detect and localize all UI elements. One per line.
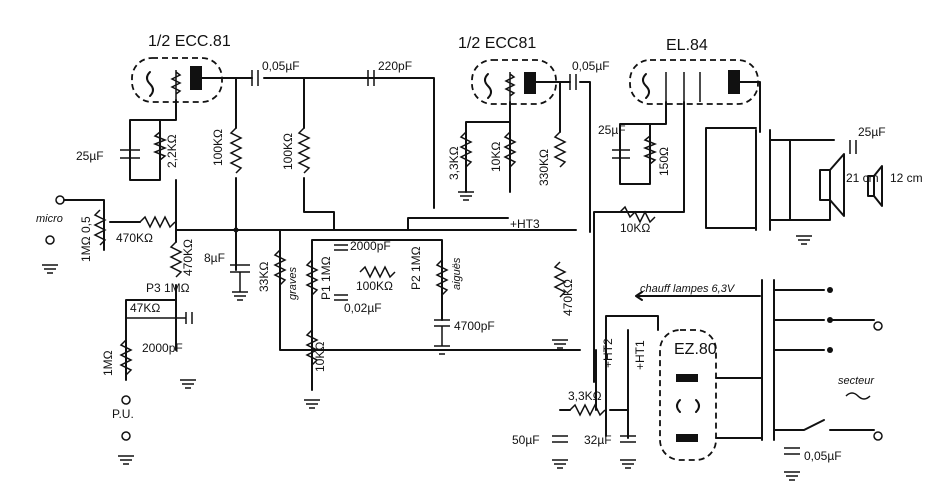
spk1-label: 21 cm bbox=[846, 171, 879, 185]
c-50-label: 50µF bbox=[512, 433, 540, 447]
secteur-label: secteur bbox=[838, 375, 875, 387]
r-3k3-label: 3,3KΩ bbox=[568, 389, 602, 403]
tube-v3 bbox=[629, 59, 759, 105]
tube-v2-label: 1/2 ECC81 bbox=[458, 35, 536, 52]
tube-rect-label: EZ.80 bbox=[674, 341, 717, 358]
r-100b-label: 100KΩ bbox=[281, 133, 295, 170]
c-coup2-label: 0,05µF bbox=[572, 59, 610, 73]
tube-v3-label: EL.84 bbox=[666, 37, 708, 54]
r-10kb-label: 10KΩ bbox=[313, 342, 327, 372]
r-47-label: 47KΩ bbox=[130, 301, 160, 315]
tube-v1-label: 1/2 ECC.81 bbox=[148, 33, 231, 50]
mic-pot-label: 1MΩ 0,5 bbox=[79, 216, 93, 262]
r-100a-label: 100KΩ bbox=[211, 129, 225, 166]
tube-rect bbox=[659, 329, 717, 461]
p2-label: P2 1MΩ bbox=[409, 246, 423, 290]
p3-label: P3 1MΩ bbox=[146, 281, 190, 295]
c-2000b-label: 2000pF bbox=[142, 341, 183, 355]
r-k1-label: 2,2KΩ bbox=[165, 134, 179, 168]
r-470c-label: 470KΩ bbox=[561, 279, 575, 316]
c-2000a-label: 2000pF bbox=[350, 239, 391, 253]
spk2-label: 12 cm bbox=[890, 171, 923, 185]
p1-tag: graves bbox=[287, 266, 299, 300]
r-1m-label: 1MΩ bbox=[101, 350, 115, 376]
ht3-label: +HT3 bbox=[510, 217, 540, 231]
pu-label: P.U. bbox=[112, 407, 134, 421]
r-470a-label: 470KΩ bbox=[116, 231, 153, 245]
chauff-label: chauff lampes 6,3V bbox=[640, 283, 736, 295]
r-10k-label: 10KΩ bbox=[489, 142, 503, 172]
tube-v1 bbox=[131, 57, 223, 103]
r-k2-label: 3,3KΩ bbox=[447, 146, 461, 180]
c-4700-label: 4700pF bbox=[454, 319, 495, 333]
c-bias1-label: 25µF bbox=[76, 149, 104, 163]
c-32-label: 32µF bbox=[584, 433, 612, 447]
c-002-label: 0,02µF bbox=[344, 301, 382, 315]
ht2-label: +HT2 bbox=[601, 338, 615, 368]
p2-tag: aiguës bbox=[451, 257, 463, 290]
c-coup1-label: 0,05µF bbox=[262, 59, 300, 73]
c-005-label: 0,05µF bbox=[804, 449, 842, 463]
c-220-label: 220pF bbox=[378, 59, 412, 73]
micro-label: micro bbox=[36, 213, 63, 225]
p1-label: P1 1MΩ bbox=[319, 256, 333, 300]
c-out-label: 25µF bbox=[858, 125, 886, 139]
r-150-label: 150Ω bbox=[657, 147, 671, 176]
c-bias3-label: 25µF bbox=[598, 123, 626, 137]
r-100c-label: 100KΩ bbox=[356, 279, 393, 293]
r-470b-label: 470KΩ bbox=[181, 239, 195, 276]
r-33-label: 33KΩ bbox=[257, 262, 271, 292]
r-330-label: 330KΩ bbox=[537, 149, 551, 186]
ht1-label: +HT1 bbox=[633, 340, 647, 370]
tube-v2 bbox=[471, 59, 557, 105]
c-8-label: 8µF bbox=[204, 251, 225, 265]
r-10k-mid-label: 10KΩ bbox=[620, 221, 650, 235]
